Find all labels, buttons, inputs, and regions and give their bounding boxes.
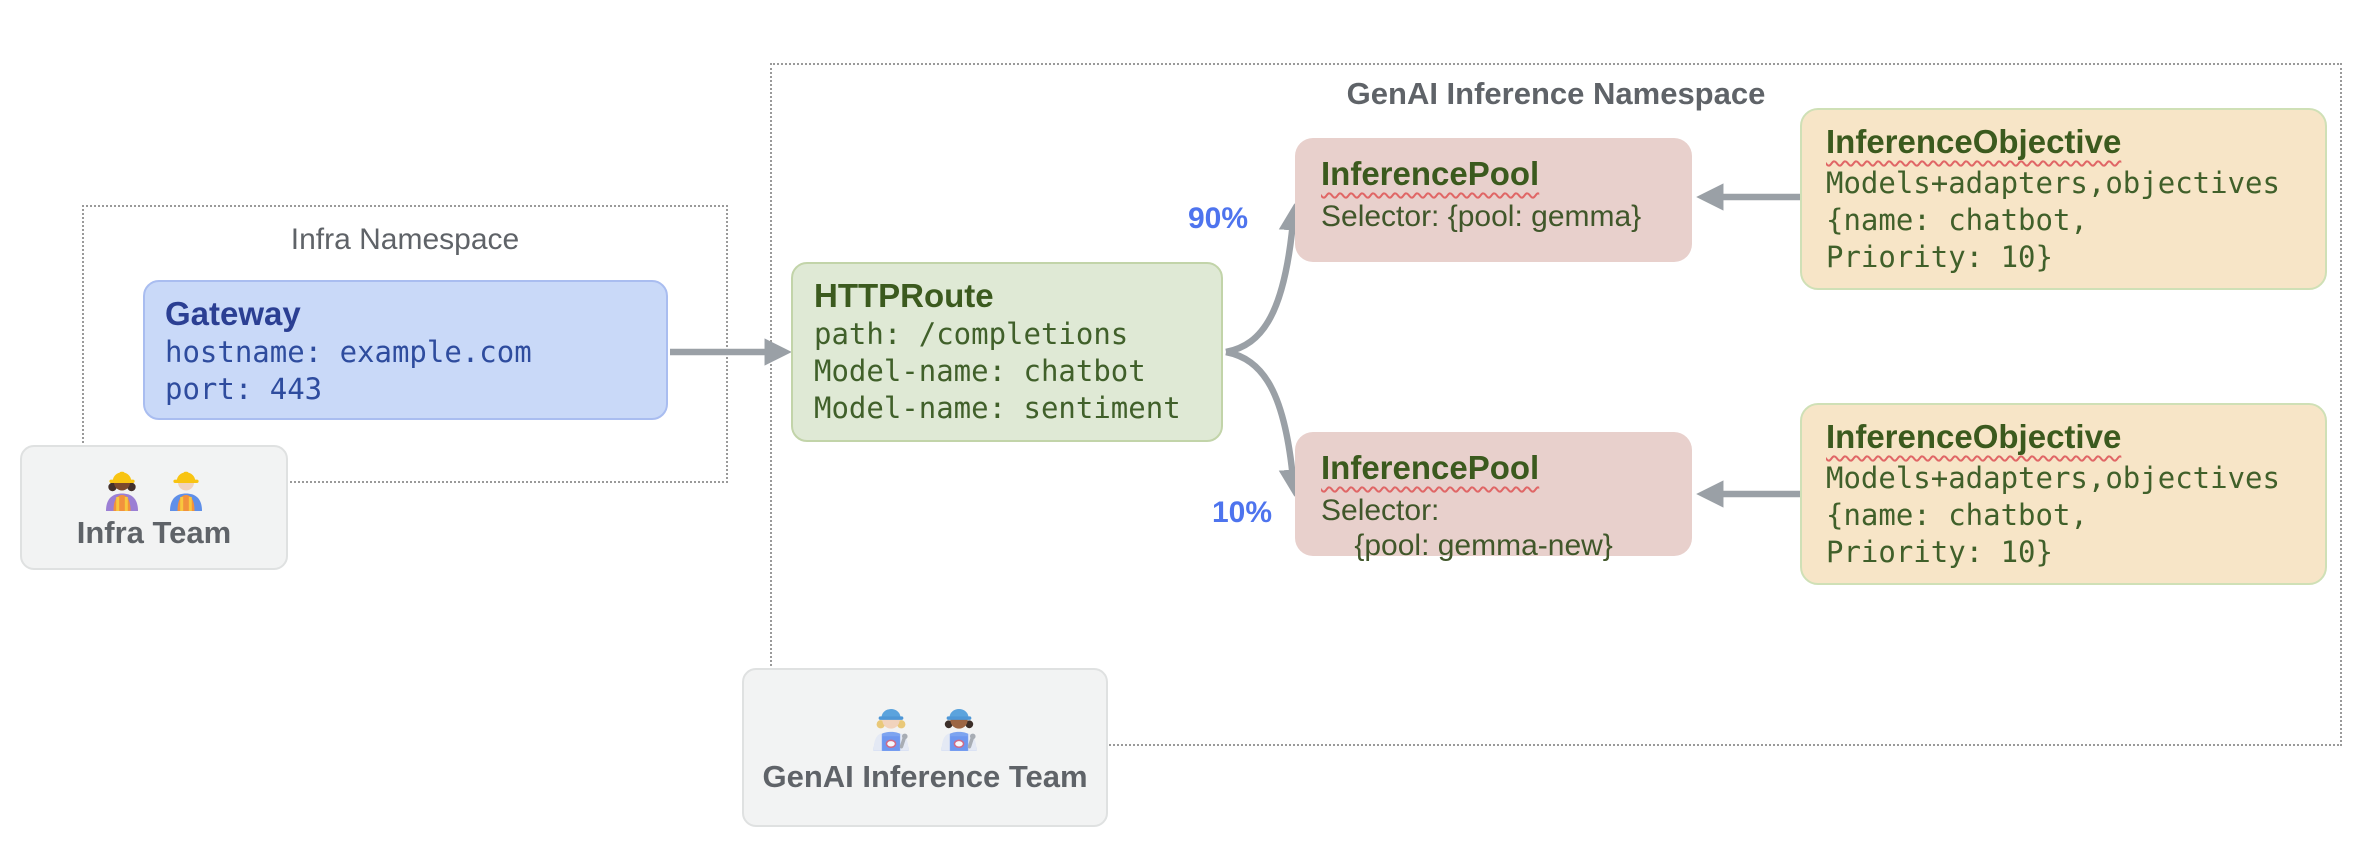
gateway-node: Gateway hostname: example.com port: 443 (143, 280, 668, 420)
httproute-model-sentiment-line: Model-name: sentiment (814, 391, 1181, 425)
wrench-glyph (967, 733, 976, 748)
infra-namespace-box: Infra Namespace (82, 205, 728, 483)
inference-pool-top-title: InferencePool (1321, 155, 1540, 192)
infra-namespace-label: Infra Namespace (290, 223, 520, 256)
gateway-hostname-line: hostname: example.com (165, 335, 532, 369)
gateway-title: Gateway (165, 295, 301, 332)
inference-pool-bottom-title: InferencePool (1321, 449, 1540, 486)
inference-objective-top-node: InferenceObjective Models+adapters,objec… (1800, 108, 2327, 290)
inference-pool-bottom-selector-line: Selector: (1321, 494, 1440, 527)
infra-team-card: Infra Team (20, 445, 288, 570)
mechanic-dark-icon (941, 708, 977, 751)
objective-top-name-line: {name: chatbot, (1826, 203, 2088, 237)
inference-pool-top-selector-line: Selector: {pool: gemma} (1321, 200, 1642, 233)
objective-top-priority-line: Priority: 10} (1826, 240, 2053, 274)
httproute-path-line: path: /completions (814, 317, 1129, 351)
inference-pool-bottom-selector-value-line: {pool: gemma-new} (1321, 529, 1613, 562)
httproute-title: HTTPRoute (814, 277, 994, 314)
objective-bottom-models-line: Models+adapters,objectives (1826, 461, 2280, 495)
genai-team-icons (865, 701, 985, 753)
inference-objective-bottom-title-row: InferenceObjective (1826, 417, 2301, 457)
objective-bottom-name-line: {name: chatbot, (1826, 498, 2088, 532)
httproute-model-chatbot-line: Model-name: chatbot (814, 354, 1146, 388)
inference-objective-top-title-row: InferenceObjective (1826, 122, 2301, 162)
inference-pool-top-title-row: InferencePool (1321, 154, 1666, 194)
mechanic-light-icon (873, 708, 909, 751)
genai-team-label: GenAI Inference Team (762, 758, 1088, 794)
genai-namespace-label: GenAI Inference Namespace (1346, 76, 1766, 111)
inference-pool-bottom-title-row: InferencePool (1321, 448, 1666, 488)
inference-objective-bottom-node: InferenceObjective Models+adapters,objec… (1800, 403, 2327, 585)
httproute-node: HTTPRoute path: /completions Model-name:… (791, 262, 1223, 442)
inference-pool-top-node: InferencePool Selector: {pool: gemma} (1295, 138, 1692, 262)
objective-top-models-line: Models+adapters,objectives (1826, 166, 2280, 200)
genai-namespace-box: GenAI Inference Namespace (770, 63, 2342, 746)
infra-team-label: Infra Team (76, 514, 232, 550)
traffic-split-90-label: 90% (1188, 202, 1249, 235)
wrench-glyph (899, 733, 908, 748)
inference-pool-bottom-node: InferencePool Selector: {pool: gemma-new… (1295, 432, 1692, 562)
inference-objective-bottom-title: InferenceObjective (1826, 418, 2122, 455)
objective-bottom-priority-line: Priority: 10} (1826, 535, 2053, 569)
construction-worker-dark-icon (106, 471, 138, 511)
traffic-split-10-label: 10% (1212, 496, 1273, 529)
inference-objective-top-title: InferenceObjective (1826, 123, 2122, 160)
genai-team-card: GenAI Inference Team (742, 668, 1108, 827)
construction-worker-light-icon (170, 471, 202, 511)
infra-team-icons (98, 465, 210, 513)
gateway-port-line: port: 443 (165, 372, 323, 406)
